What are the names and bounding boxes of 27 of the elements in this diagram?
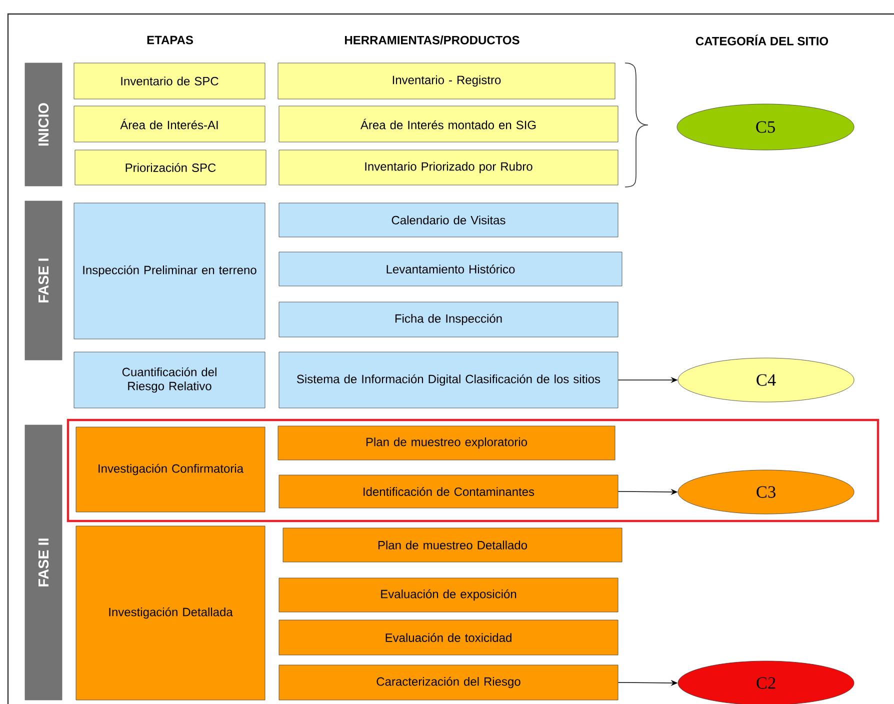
stage-box: Plan de muestreo exploratorio <box>278 426 616 460</box>
stage-box: Plan de muestreo Detallado <box>282 528 622 562</box>
stage-box: Identificación de Contaminantes <box>278 474 618 508</box>
stage-box: Caracterización del Riesgo <box>278 664 618 700</box>
stage-box: Sistema de Información Digital Clasificación de los sitios <box>278 352 618 408</box>
stage-box: Calendario de Visitas <box>278 202 618 238</box>
column-header: HERRAMIENTAS/PRODUCTOS <box>345 36 520 44</box>
stage-box: Área de Interés-AI <box>74 106 266 142</box>
stage-box: Investigación Confirmatoria <box>76 426 266 512</box>
phase-band: FASE I <box>24 200 62 360</box>
phase-band: FASE II <box>24 424 62 700</box>
stage-box: Área de Interés montado en SIG <box>278 106 618 142</box>
stage-box: Inventario Priorizado por Rubro <box>278 150 618 186</box>
stage-box: Levantamiento Histórico <box>278 252 622 286</box>
stage-box: Inventario - Registro <box>278 62 616 100</box>
stage-box: Cuantificación del Riesgo Relativo <box>74 352 266 408</box>
stage-box: Investigación Detallada <box>76 526 266 700</box>
stage-box: Inventario de SPC <box>74 62 266 100</box>
stage-box: Evaluación de exposición <box>278 578 618 612</box>
stage-box: Inspección Preliminar en terreno <box>74 202 266 340</box>
phase-band: INICIO <box>24 62 62 186</box>
stage-box: Evaluación de toxicidad <box>278 620 618 656</box>
stage-box: Ficha de Inspección <box>278 302 618 338</box>
stage-box: Priorización SPC <box>74 150 266 186</box>
column-header: CATEGORÍA DEL SITIO <box>696 34 828 46</box>
column-header: ETAPAS <box>147 36 193 44</box>
highlight-frame <box>66 418 880 522</box>
